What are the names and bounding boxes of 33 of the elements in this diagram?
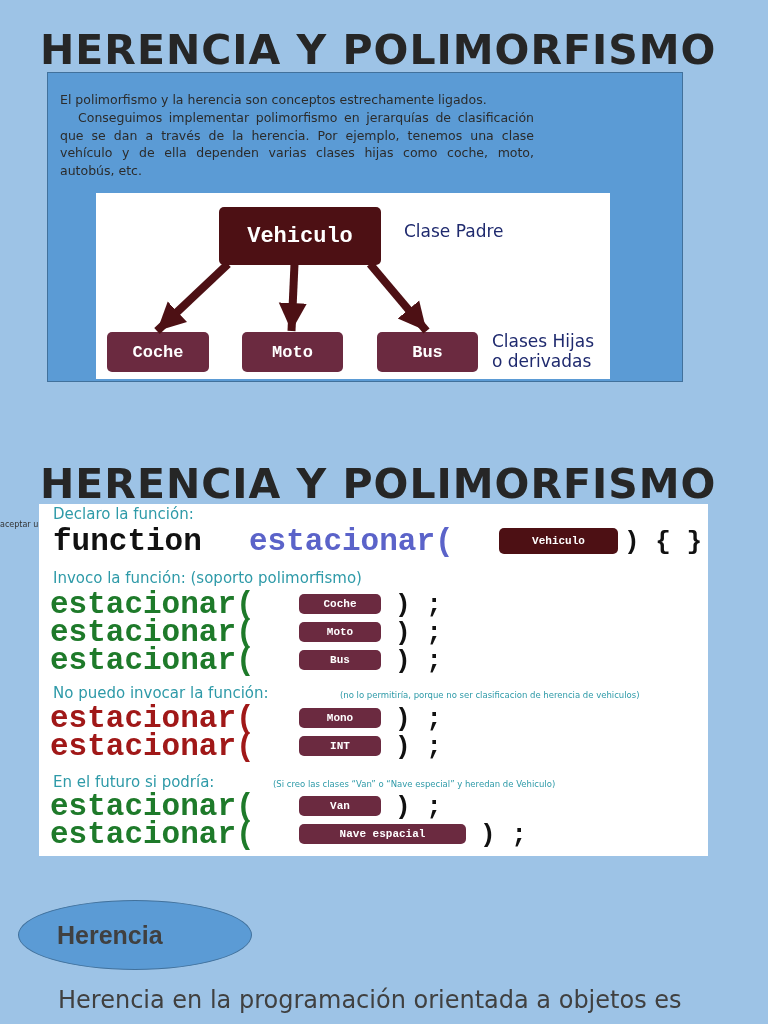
class-caption: Clase Padre: [404, 221, 505, 241]
parameter-tag: INT: [299, 736, 381, 756]
slide-title: HERENCIA Y POLIMORFISMO: [40, 26, 717, 74]
code-text: ) ;: [480, 819, 527, 852]
heading-ellipse: Herencia: [18, 900, 252, 970]
text-fragment: aceptar u: [0, 520, 39, 529]
parameter-tag: Van: [299, 796, 381, 816]
code-text: estacionar(: [249, 525, 454, 559]
code-text: function: [53, 525, 202, 559]
parameter-tag: Mono: [299, 708, 381, 728]
code-text: ) ;: [395, 791, 442, 824]
code-text: ) { }: [624, 526, 702, 559]
note-text: (no lo permitiría, porque no ser clasificacion de herencia de vehiculos): [340, 690, 640, 700]
paragraph-text: El polimorfismo y la herencia son conceptos estrechamente ligados.: [60, 91, 488, 109]
arrow: [154, 261, 231, 334]
class-box: Moto: [242, 332, 343, 372]
parameter-tag: Coche: [299, 594, 381, 614]
section-heading: Invoco la función: (soporto polimorfismo): [53, 569, 362, 587]
section-heading: Declaro la función:: [53, 505, 194, 523]
paragraph-text: Conseguimos implementar polimorfismo en jerarquías de clasificación que se dan a través de la herencia. Por ejemplo, tenemos una clase vehículo y de ella dependen varias clases hijas como coche, moto, autobús, etc.: [60, 109, 534, 179]
parameter-tag: Nave espacial: [299, 824, 466, 844]
arrow: [278, 263, 307, 332]
class-box: Vehiculo: [219, 207, 381, 265]
section-heading: En el futuro si podría:: [53, 773, 215, 791]
text-panel: [47, 72, 683, 382]
section-heading: No puedo invocar la función:: [53, 684, 269, 702]
parameter-tag: Vehiculo: [499, 528, 618, 554]
note-text: (Si creo las clases “Van” o “Nave especial” y heredan de Vehiculo): [273, 779, 556, 789]
parameter-tag: Bus: [299, 650, 381, 670]
class-box: Coche: [107, 332, 209, 372]
class-caption: Clases Hijas o derivadas: [492, 331, 596, 371]
parameter-tag: Moto: [299, 622, 381, 642]
class-box: Bus: [377, 332, 478, 372]
